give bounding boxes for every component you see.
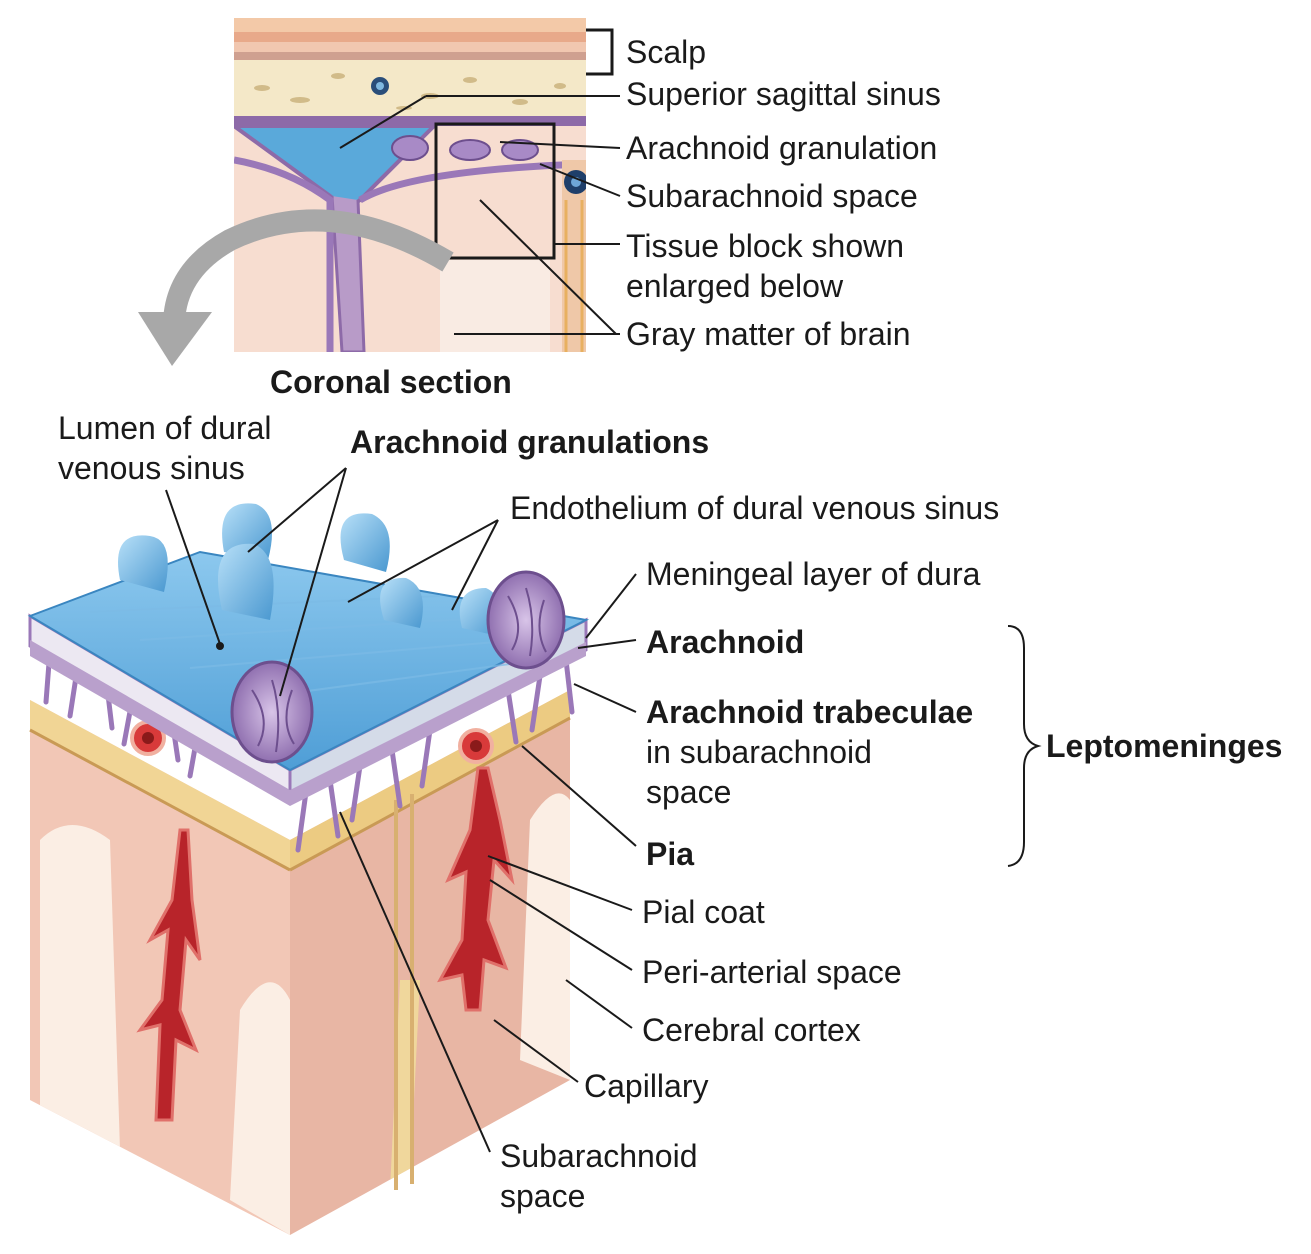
label-subarachnoid-space-top: Subarachnoid space	[626, 176, 918, 216]
label-periarterial-space: Peri-arterial space	[642, 952, 902, 992]
label-arachnoid-granulation: Arachnoid granulation	[626, 128, 937, 168]
label-tissue-block: Tissue block shown enlarged below	[626, 226, 904, 306]
label-gray-matter: Gray matter of brain	[626, 314, 911, 354]
label-trabeculae-line3: space	[646, 772, 973, 812]
label-superior-sagittal-sinus: Superior sagittal sinus	[626, 74, 941, 114]
label-coronal-section: Coronal section	[270, 362, 512, 402]
label-lumen-line2: venous sinus	[58, 448, 271, 488]
label-lumen-line1: Lumen of dural	[58, 408, 271, 448]
scalp-bracket	[586, 30, 612, 74]
label-subarachnoid-line1: Subarachnoid	[500, 1136, 697, 1176]
label-trabeculae-line1: Arachnoid trabeculae	[646, 692, 973, 732]
label-endothelium: Endothelium of dural venous sinus	[510, 488, 999, 528]
label-lumen: Lumen of dural venous sinus	[58, 408, 271, 488]
label-tissue-block-line1: Tissue block shown	[626, 226, 904, 266]
label-leptomeninges: Leptomeninges	[1046, 726, 1282, 766]
label-scalp: Scalp	[626, 32, 706, 72]
label-trabeculae-line2: in subarachnoid	[646, 732, 973, 772]
label-meningeal-layer: Meningeal layer of dura	[646, 554, 980, 594]
label-capillary: Capillary	[584, 1066, 708, 1106]
label-pia: Pia	[646, 834, 694, 874]
label-pial-coat: Pial coat	[642, 892, 765, 932]
label-arachnoid-granulations: Arachnoid granulations	[350, 422, 709, 462]
label-cerebral-cortex: Cerebral cortex	[642, 1010, 861, 1050]
leptomeninges-brace	[1008, 626, 1038, 866]
label-subarachnoid-space-bottom: Subarachnoid space	[500, 1136, 697, 1216]
label-tissue-block-line2: enlarged below	[626, 266, 904, 306]
label-arachnoid: Arachnoid	[646, 622, 804, 662]
label-subarachnoid-line2: space	[500, 1176, 697, 1216]
label-trabeculae: Arachnoid trabeculae in subarachnoid spa…	[646, 692, 973, 812]
coronal-section-illustration	[234, 18, 588, 352]
